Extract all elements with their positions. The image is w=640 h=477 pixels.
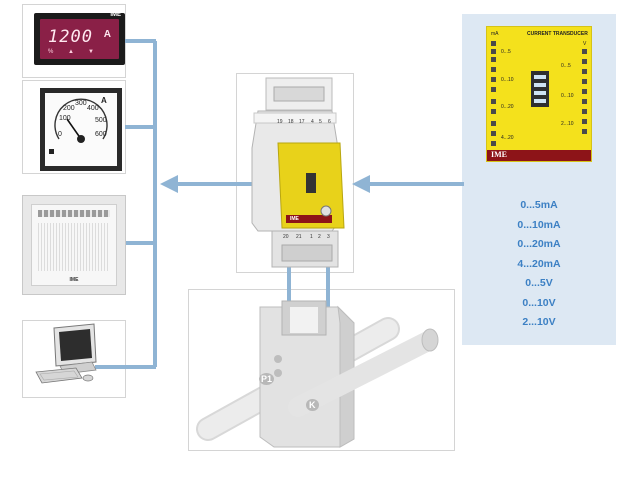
dip-switch [531,71,549,107]
voltage-range-label: 0...10 [561,93,574,99]
analog-unit: A [101,96,107,105]
computer-icon [35,323,97,384]
sensor-label-p1: P1 [259,373,275,385]
voltage-header: V [583,41,587,47]
terminal-pad [582,59,587,64]
output-range-list: 0...5mA 0...10mA 0...20mA 4...20mA 0...5… [462,199,616,336]
terminal-pad [491,57,496,62]
output-range-item: 0...20mA [517,238,561,250]
panel-brand: IME [491,150,507,159]
terminal-pad [582,89,587,94]
terminal-pad [582,79,587,84]
terminal-pad [491,109,496,114]
output-range-item: 0...5V [525,277,553,289]
voltage-range-label: 2...10 [561,121,574,127]
wire-sensor-left [287,250,291,338]
terminal-label: 1 [310,234,313,240]
terminal-label: 6 [328,119,331,125]
terminal-pad [491,67,496,72]
wire-sensor-right [326,250,330,340]
output-range-item: 0...5mA [520,199,558,211]
transducer-front-panel: mA CURRENT TRANSDUCER V 0...5 0...10 0..… [486,26,592,162]
transducer-module [251,77,345,268]
wire-analog-meter [125,125,156,129]
analog-dial: A 0 100 200 300 400 500 600 [45,93,117,166]
sensor-label-k: K [306,399,319,411]
recorder-window: IME [31,204,117,286]
terminal-pad [491,87,496,92]
terminal-label: 20 [283,234,289,240]
terminal-label: 18 [288,119,294,125]
terminal-pad [582,99,587,104]
panel-brand-bar: IME [487,150,591,161]
analog-panel-meter: A 0 100 200 300 400 500 600 [40,88,122,171]
scale-label: 500 [95,117,107,124]
up-button-label: ▲ [68,49,74,55]
scale-label: 100 [59,115,71,122]
terminal-label: 19 [277,119,283,125]
meter-display: 1200 A % ▲ ▼ [40,19,119,59]
terminal-label: 3 [327,234,330,240]
current-sensor [196,300,439,448]
module-brand: IME [290,216,299,222]
panel-title: CURRENT TRANSDUCER [527,31,588,37]
voltage-range-label: 0...5 [561,63,571,69]
percent-button-label: % [48,49,54,55]
terminal-pad [491,99,496,104]
terminal-pad [582,109,587,114]
wire-digital-meter [125,39,156,43]
arrow-left-icon [160,175,178,193]
scale-label: 400 [87,105,99,112]
terminal-pad [491,121,496,126]
current-range-label: 0...10 [501,77,514,83]
recorder-display [38,210,110,217]
terminal-pad [582,119,587,124]
terminal-pad [491,49,496,54]
terminal-label: 2 [318,234,321,240]
bus-line [153,41,157,367]
chart-recorder: IME [22,195,126,295]
terminal-pad [582,129,587,134]
current-range-label: 4...20 [501,135,514,141]
scale-label: 300 [75,100,87,107]
output-range-item: 4...20mA [517,257,561,270]
terminal-label: 17 [299,119,305,125]
arrow-left-icon [352,175,370,193]
dial-arc-icon [49,98,108,154]
meter-unit: A [103,29,111,40]
wire-module-to-bus [172,182,257,186]
current-header: mA [491,31,499,37]
terminal-pad [491,141,496,146]
digital-panel-meter: 1200 A % ▲ ▼ IME [34,12,125,65]
scale-label: 600 [95,131,107,138]
terminal-label: 4 [311,119,314,125]
output-range-item: 2...10V [522,316,556,328]
current-range-label: 0...20 [501,104,514,110]
terminal-pad [582,49,587,54]
terminal-label: 21 [296,234,302,240]
terminal-pad [491,131,496,136]
terminal-label: 5 [319,119,322,125]
wire-pc [95,365,156,369]
output-range-item: 0...10mA [517,218,561,231]
meter-brand: IME [110,12,121,18]
output-range-item: 0...10V [522,296,556,309]
wire-recorder [125,241,156,245]
current-range-label: 0...5 [501,49,511,55]
wire-panel-to-module [365,182,464,186]
scale-label: 0 [58,131,62,138]
recorder-brand: IME [69,277,79,283]
terminal-pad [491,77,496,82]
terminal-pad [582,69,587,74]
down-button-label: ▼ [88,49,94,55]
scale-label: 200 [63,105,75,112]
recorder-paper [38,223,110,271]
terminal-pad [491,41,496,46]
meter-reading: 1200 [48,27,93,47]
